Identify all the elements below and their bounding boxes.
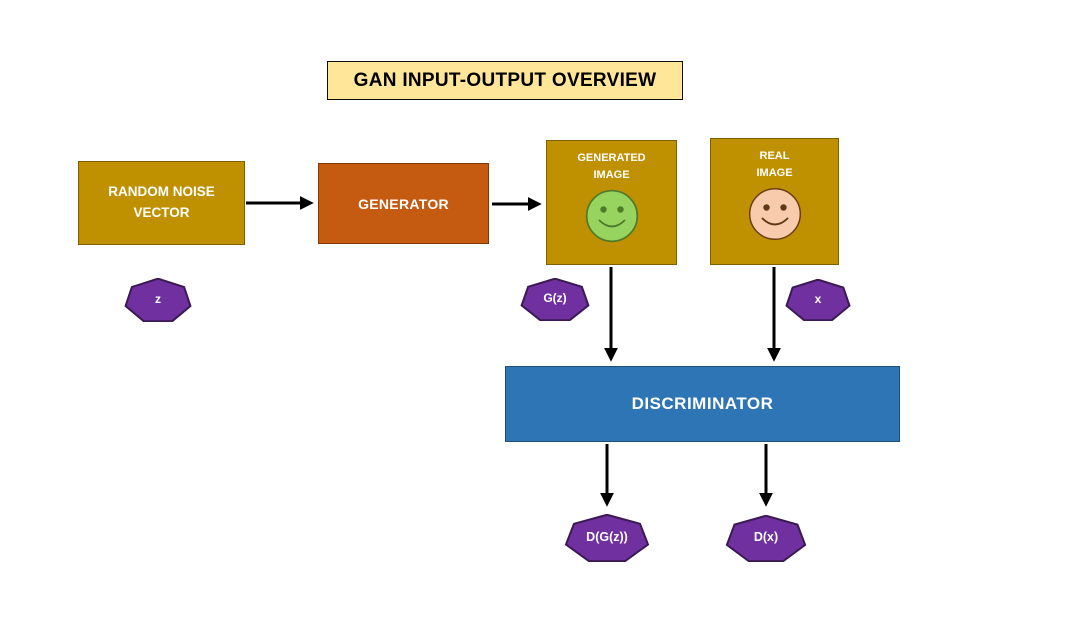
d-of-x-badge-label: D(x) bbox=[753, 530, 779, 544]
g-of-z-badge: G(z) bbox=[520, 278, 590, 321]
generated-image-label: GENERATED IMAGE bbox=[577, 152, 646, 181]
real-image-label: REAL IMAGE bbox=[756, 150, 793, 179]
g-of-z-badge-label: G(z) bbox=[543, 291, 567, 305]
peach-smiley-face-icon bbox=[748, 187, 801, 241]
d-of-g-of-z-badge: D(G(z)) bbox=[564, 514, 650, 562]
d-of-x-badge: D(x) bbox=[725, 515, 807, 562]
diagram-title-text: GAN INPUT-OUTPUT OVERVIEW bbox=[353, 69, 657, 91]
random-noise-vector-label: RANDOM NOISE VECTOR bbox=[108, 184, 215, 220]
x-badge: x bbox=[785, 279, 851, 321]
real-image-node: REAL IMAGE bbox=[710, 138, 839, 265]
z-badge-label: z bbox=[155, 291, 161, 306]
heptagon-shape-icon bbox=[564, 514, 650, 562]
generator-node: GENERATOR bbox=[318, 163, 489, 244]
heptagon-shape-icon bbox=[124, 278, 192, 322]
discriminator-label: DISCRIMINATOR bbox=[631, 394, 774, 413]
heptagon-shape-icon bbox=[785, 279, 851, 321]
generated-image-node: GENERATED IMAGE bbox=[546, 140, 677, 265]
generator-label: GENERATOR bbox=[358, 195, 449, 212]
heptagon-shape-icon bbox=[725, 515, 807, 562]
z-badge: z bbox=[124, 278, 192, 322]
discriminator-node: DISCRIMINATOR bbox=[505, 366, 900, 442]
heptagon-shape-icon bbox=[520, 278, 590, 321]
diagram-title: GAN INPUT-OUTPUT OVERVIEW bbox=[327, 61, 683, 100]
green-smiley-face-icon bbox=[585, 189, 638, 243]
x-badge-label: x bbox=[814, 291, 822, 306]
random-noise-vector-node: RANDOM NOISE VECTOR bbox=[78, 161, 245, 245]
d-of-g-of-z-badge-label: D(G(z)) bbox=[586, 529, 628, 544]
